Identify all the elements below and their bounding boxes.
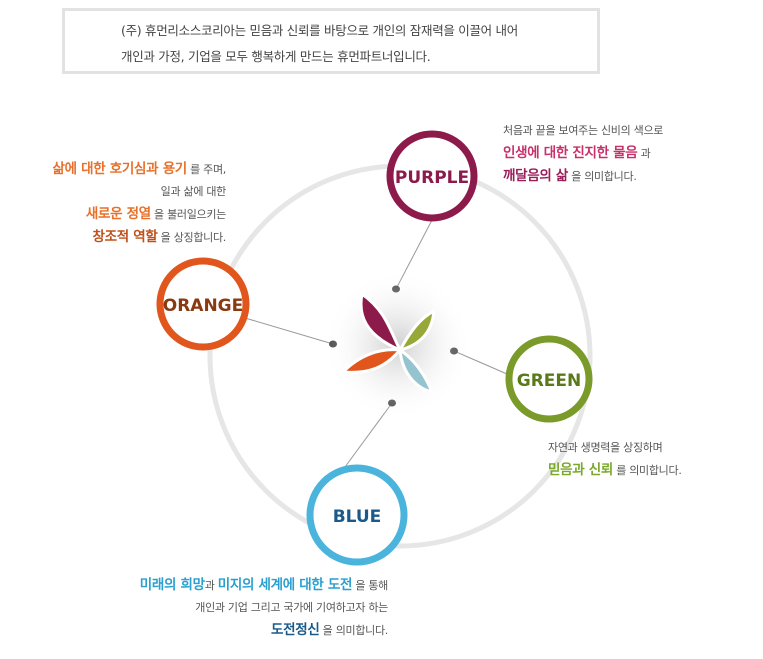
- blue-circle: BLUE: [306, 464, 408, 566]
- flower-logo-icon: [341, 292, 436, 394]
- orange-highlight: 창조적 역할: [92, 229, 158, 245]
- intro-line-1: (주) 휴먼리소스코리아는 믿음과 신뢰를 바탕으로 개인의 잠재력을 이끌어 …: [121, 23, 518, 38]
- orange-desc-text: 를 주며,: [186, 163, 226, 176]
- blue-highlight: 미지의 세계에 대한 도전: [217, 577, 353, 593]
- orange-description: 삶에 대한 호기심과 용기 를 주며, 일과 삶에 대한 새로운 정열 을 불러…: [52, 158, 227, 249]
- orange-desc-text: 을 불러일으키는: [150, 208, 226, 221]
- green-circle: GREEN: [505, 335, 593, 423]
- blue-desc-text: 과: [204, 579, 218, 592]
- orange-highlight: 삶에 대한 호기심과 용기: [52, 161, 188, 177]
- blue-description: 미래의 희망과 미지의 세계에 대한 도전 을 통해 개인과 기업 그리고 국가…: [139, 574, 389, 642]
- purple-highlight: 깨달음의 삶: [503, 168, 568, 184]
- purple-highlight: 인생에 대한 진지한 물음: [503, 145, 638, 161]
- green-highlight: 믿음과 신뢰: [548, 462, 613, 478]
- green-description: 자연과 생명력을 상징하며 믿음과 신뢰 를 의미합니다.: [548, 437, 682, 482]
- intro-line-2: 개인과 가정, 기업을 모두 행복하게 만드는 휴먼파트너입니다.: [121, 49, 431, 64]
- orange-label: ORANGE: [163, 296, 244, 316]
- purple-label: PURPLE: [395, 168, 469, 188]
- blue-desc-text: 을 의미합니다.: [319, 624, 389, 637]
- purple-desc-line: 처음과 끝을 보여주는 신비의 색으로: [503, 124, 664, 137]
- purple-desc-text: 과: [637, 147, 651, 160]
- blue-label: BLUE: [333, 507, 382, 527]
- orange-circle: ORANGE: [156, 257, 250, 351]
- orange-highlight: 새로운 정열: [85, 206, 151, 222]
- blue-highlight: 미래의 희망: [139, 577, 205, 593]
- green-desc-line: 자연과 생명력을 상징하며: [548, 441, 663, 454]
- intro-box: (주) 휴먼리소스코리아는 믿음과 신뢰를 바탕으로 개인의 잠재력을 이끌어 …: [62, 8, 600, 74]
- blue-desc-text: 을 통해: [352, 579, 388, 592]
- orange-desc-line: 일과 삶에 대한: [160, 185, 227, 198]
- blue-highlight: 도전정신: [271, 622, 320, 638]
- purple-description: 처음과 끝을 보여주는 신비의 색으로 인생에 대한 진지한 물음 과 깨달음의…: [503, 120, 663, 188]
- orange-desc-text: 을 상징합니다.: [157, 231, 227, 244]
- blue-desc-line: 개인과 기업 그리고 국가에 기여하고자 하는: [195, 601, 388, 614]
- purple-circle: PURPLE: [386, 130, 478, 222]
- green-desc-text: 를 의미합니다.: [613, 464, 682, 477]
- purple-desc-text: 을 의미합니다.: [568, 170, 637, 183]
- green-label: GREEN: [517, 371, 582, 391]
